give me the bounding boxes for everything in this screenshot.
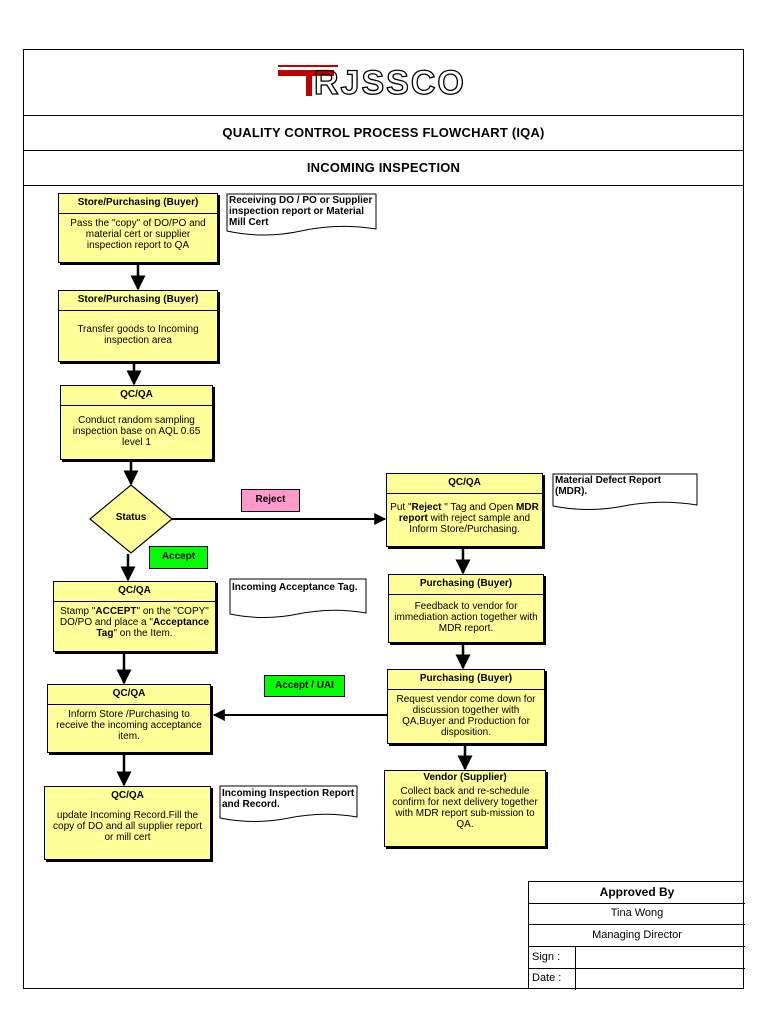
process-text: Pass the "copy" of DO/PO and material ce…: [70, 218, 206, 251]
process-role: QC/QA: [387, 474, 542, 494]
process-role: QC/QA: [111, 790, 144, 801]
process-box-stamp-accept: QC/QA Stamp "ACCEPT" on the "COPY" DO/PO…: [53, 581, 216, 652]
approver-position: Managing Director: [529, 925, 745, 947]
process-box-transfer-goods: Store/Purchasing (Buyer) Transfer goods …: [58, 290, 218, 362]
process-box-random-sampling: QC/QA Conduct random sampling inspection…: [60, 385, 213, 460]
section-title: INCOMING INSPECTION: [306, 160, 461, 175]
document-text: Receiving DO / PO or Supplier inspection…: [229, 195, 373, 228]
document-text: Incoming Acceptance Tag.: [232, 582, 358, 593]
process-text: Stamp "ACCEPT" on the "COPY" DO/PO and p…: [59, 606, 210, 639]
approval-divider: [575, 947, 576, 990]
process-text: Conduct random sampling inspection base …: [72, 415, 201, 448]
approval-heading: Approved By: [529, 882, 745, 904]
process-box-pass-copy: Store/Purchasing (Buyer) Pass the "copy"…: [58, 193, 218, 263]
process-role: QC/QA: [54, 582, 215, 602]
accept-uai-tag: Accept / UAI: [264, 675, 345, 697]
process-role: QC/QA: [48, 685, 210, 705]
process-text: Inform Store /Purchasing to receive the …: [56, 709, 202, 742]
process-box-reject-mdr: QC/QA Put "Reject " Tag and Open MDR rep…: [386, 473, 543, 547]
document-text: Incoming Inspection Report and Record.: [222, 788, 355, 810]
process-role: Vendor (Supplier): [423, 772, 507, 783]
process-text: Feedback to vendor for immediation actio…: [394, 601, 538, 634]
process-role: Store/Purchasing (Buyer): [59, 194, 217, 214]
header-divider: [23, 150, 744, 151]
process-role: Store/Purchasing (Buyer): [59, 291, 217, 311]
document-inspection-record: Incoming Inspection Report and Record.: [219, 785, 358, 825]
process-text: Request vendor come down for discussion …: [396, 694, 536, 738]
process-role: Purchasing (Buyer): [389, 575, 543, 595]
sign-label: Sign :: [532, 951, 561, 963]
document-receiving-do-po: Receiving DO / PO or Supplier inspection…: [226, 193, 377, 238]
document-material-defect-report: Material Defect Report (MDR).: [552, 473, 698, 513]
svg-text:RJSSCO: RJSSCO: [314, 64, 466, 102]
process-box-feedback-vendor: Purchasing (Buyer) Feedback to vendor fo…: [388, 574, 544, 643]
process-text: Transfer goods to Incoming inspection ar…: [77, 324, 199, 346]
process-text: Put "Reject " Tag and Open MDR report wi…: [390, 502, 539, 535]
process-text: Collect back and re-schedule confirm for…: [392, 786, 538, 830]
process-role: Purchasing (Buyer): [388, 670, 544, 690]
sign-row: [529, 947, 745, 969]
page-frame: [23, 49, 744, 989]
company-logo: RJSSCO: [276, 62, 496, 103]
process-box-inform-store: QC/QA Inform Store /Purchasing to receiv…: [47, 684, 211, 753]
process-box-vendor-collect: Vendor (Supplier) Collect back and re-sc…: [384, 770, 546, 847]
process-box-update-record: QC/QA update Incoming Record.Fill the co…: [44, 786, 211, 860]
header-divider: [23, 115, 744, 116]
approver-name: Tina Wong: [529, 903, 745, 925]
approval-table: Approved By Tina Wong Managing Director …: [528, 881, 745, 990]
page-title: QUALITY CONTROL PROCESS FLOWCHART (IQA): [222, 125, 545, 140]
date-label: Date :: [532, 972, 562, 984]
document-text: Material Defect Report (MDR).: [555, 475, 662, 497]
header-divider: [23, 185, 744, 186]
accept-tag: Accept: [149, 546, 208, 569]
process-role: QC/QA: [61, 386, 212, 406]
process-box-request-vendor: Purchasing (Buyer) Request vendor come d…: [387, 669, 545, 744]
reject-tag: Reject: [241, 489, 300, 512]
decision-label: Status: [115, 512, 147, 523]
process-text: update Incoming Record.Fill the copy of …: [53, 810, 202, 843]
decision-status: Status: [89, 484, 173, 554]
document-acceptance-tag: Incoming Acceptance Tag.: [229, 578, 367, 622]
